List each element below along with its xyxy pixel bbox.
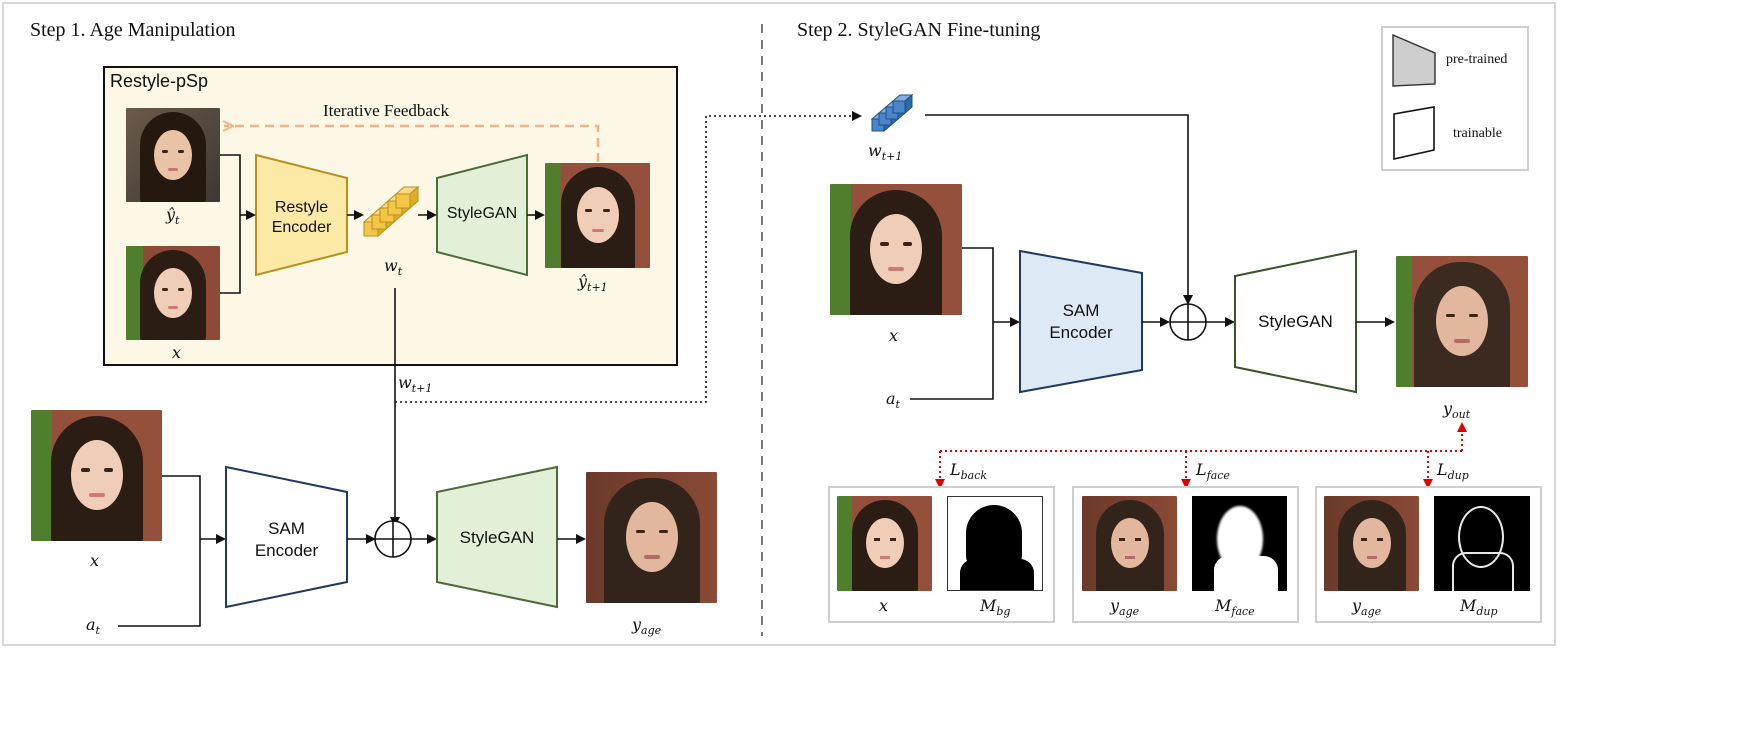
label-x-step2: x: [889, 326, 899, 345]
label-a-t-right: at: [886, 389, 900, 412]
label-x-loss: x: [879, 596, 889, 615]
iterative-feedback-label: Iterative Feedback: [323, 101, 450, 120]
label-w-t: wt: [384, 256, 403, 279]
label-y-hat-t: ŷt: [166, 205, 180, 228]
label-w-t1-left: wt+1: [398, 373, 433, 396]
label-a-t-left: at: [86, 615, 100, 638]
photo-y-out: [1396, 256, 1528, 387]
photo-loss-x: [837, 496, 932, 591]
label-l-face: Lface: [1196, 460, 1230, 483]
legend-pretrained-shape: [1392, 33, 1436, 87]
photo-x-step2: [830, 184, 962, 315]
stylegan-left-shape: [436, 465, 558, 609]
stylegan-right-shape: [1234, 249, 1357, 394]
label-x-top: x: [172, 343, 182, 362]
label-x-bottom: x: [90, 551, 100, 570]
photo-x-bottom-left: [31, 410, 162, 541]
label-y-hat-t1: ŷt+1: [578, 272, 608, 295]
legend-trainable-shape: [1393, 106, 1435, 160]
stylegan-top-shape: [436, 153, 528, 277]
photo-loss-yage-face: [1082, 496, 1177, 591]
legend-pretrained-label: pre-trained: [1446, 52, 1508, 67]
photo-y-hat-t1: [545, 163, 650, 268]
latent-wt-icon: [362, 185, 420, 238]
sam-encoder-left-shape: [225, 465, 348, 609]
label-m-bg: Mbg: [980, 596, 1011, 619]
stylegan-right-label: StyleGAN: [1258, 312, 1333, 331]
latent-wt1-icon: [870, 93, 914, 133]
figure-frame: [2, 2, 1556, 646]
label-y-age-dup: yage: [1352, 596, 1382, 619]
step2-title: Step 2. StyleGAN Fine-tuning: [797, 19, 1041, 41]
label-w-t1-right: wt+1: [868, 141, 903, 164]
photo-y-hat-t: [126, 108, 220, 202]
photo-x-top: [126, 246, 220, 340]
label-m-face: Mface: [1215, 596, 1255, 619]
photo-loss-yage-dup: [1324, 496, 1419, 591]
legend-trainable-label: trainable: [1453, 126, 1502, 141]
stylegan-left-label: StyleGAN: [459, 528, 535, 547]
mask-face: [1192, 496, 1287, 591]
sam-encoder-right-shape: [1019, 249, 1143, 394]
mask-dup: [1434, 496, 1530, 591]
label-y-age-face: yage: [1110, 596, 1140, 619]
label-y-out: yout: [1443, 399, 1471, 422]
iterative-feedback-arrow: [224, 126, 600, 162]
wt1-dotted-transfer: [395, 111, 862, 403]
restyle-psp-title: Restyle-pSp: [110, 71, 209, 91]
label-m-dup: Mdup: [1460, 596, 1498, 619]
label-y-age-left: yage: [632, 615, 662, 638]
photo-y-age-left: [586, 472, 717, 603]
step1-title: Step 1. Age Manipulation: [30, 19, 236, 41]
label-l-dup: Ldup: [1437, 460, 1469, 483]
restyle-encoder-shape: [255, 153, 348, 277]
stylegan-top-label: StyleGAN: [446, 205, 518, 222]
mask-bg: [947, 496, 1043, 591]
label-l-back: Lback: [950, 460, 988, 483]
restyle-input-bracket: [220, 154, 241, 294]
